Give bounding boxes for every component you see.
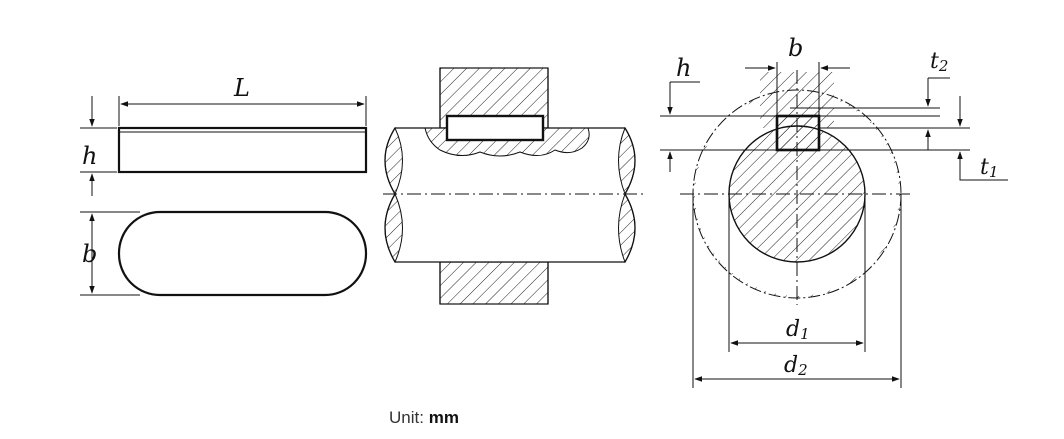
label-t2: t2 (930, 49, 948, 75)
shaft-hub-assembly (383, 67, 643, 305)
label-h-right: h (676, 54, 691, 82)
label-h-left: h (82, 142, 97, 170)
key-in-shaft (445, 114, 545, 142)
label-d2: d2 (784, 353, 808, 379)
unit-value: mm (428, 408, 459, 427)
label-b-left: b (82, 240, 97, 268)
key-top-view (117, 210, 368, 297)
hub-bottom (439, 261, 549, 305)
unit-label: Unit: (389, 408, 424, 427)
key-views (80, 96, 368, 297)
key-section (775, 114, 821, 152)
cross-section (660, 62, 1008, 388)
label-d1: d1 (786, 317, 810, 343)
label-L: L (233, 74, 250, 102)
key-side-view (117, 126, 368, 174)
unit-note: Unit: mm (389, 408, 459, 428)
label-b-top: b (788, 34, 803, 62)
label-t1: t1 (980, 155, 998, 181)
